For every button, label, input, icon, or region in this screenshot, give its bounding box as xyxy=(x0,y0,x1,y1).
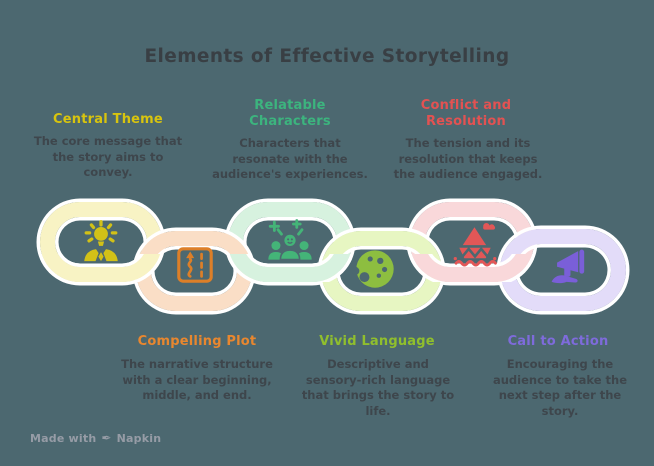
heading-relatable-characters: Relatable Characters xyxy=(249,98,331,129)
heading-conflict-resolution: Conflict and Resolution xyxy=(420,98,512,129)
heading-central-theme: Central Theme xyxy=(53,112,163,127)
description-conflict-resolution: The tension and its resolution that keep… xyxy=(393,136,543,181)
made-with-napkin-watermark: Made with ✒ Napkin xyxy=(30,431,161,445)
description-compelling-plot: The narrative structure with a clear beg… xyxy=(121,357,273,402)
winding-path-icon xyxy=(177,247,213,283)
made-with-label: Made with xyxy=(30,431,97,445)
heading-vivid-language: Vivid Language xyxy=(319,334,435,349)
napkin-logo-icon: ✒ xyxy=(101,431,112,445)
napkin-brand-label: Napkin xyxy=(116,431,162,445)
megaphone-hand-icon xyxy=(551,249,585,284)
boat-on-waves-icon xyxy=(453,222,497,267)
description-relatable-characters: Characters that resonate with the audien… xyxy=(212,136,368,181)
description-vivid-language: Descriptive and sensory-rich language th… xyxy=(301,357,455,418)
heading-call-to-action: Call to Action xyxy=(507,334,609,349)
heading-compelling-plot: Compelling Plot xyxy=(137,334,257,349)
description-call-to-action: Encouraging the audience to take the nex… xyxy=(492,357,627,418)
palette-icon xyxy=(352,250,394,288)
page-title: Elements of Effective Storytelling xyxy=(144,46,510,67)
people-group-icon xyxy=(268,219,312,261)
idea-person-icon xyxy=(84,220,118,262)
description-central-theme: The core message that the story aims to … xyxy=(33,134,183,179)
